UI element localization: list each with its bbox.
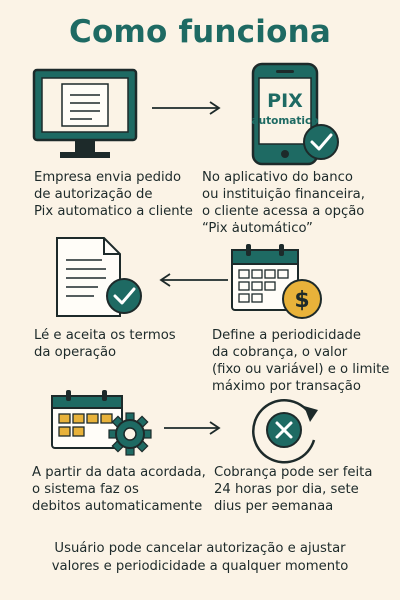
page-title: Como funciona [69,14,331,50]
smartphone-icon: PIX automatico [252,62,339,166]
step-1-text: Empresa envia pedido de autorização de P… [34,170,193,219]
coin-symbol: $ [294,288,309,313]
refresh-cancel-icon [252,399,318,464]
step-3-text: Lé e aceita os termos da operação [34,328,176,360]
footer-note: Usuário pode cancelar autorização e ajus… [51,541,349,574]
step-6-text: Cobrança pode ser feita 24 horas por dia… [214,465,373,514]
arrow-right-icon [152,101,221,115]
phone-brand: PIX [267,90,303,112]
calendar-gear-icon [51,390,152,456]
calendar-coin-icon: $ [231,244,322,319]
document-check-icon [56,237,142,317]
monitor-icon [32,68,138,158]
step-4-text: Define a periodicidade da cobrança, o va… [212,328,390,394]
phone-sub: automatico [252,115,319,127]
step-2-text: No aplicativo do banco ou instituição fi… [202,170,365,236]
step-5-text: A partir da data acordada, o sistema faz… [32,465,206,514]
arrow-right-icon-2 [164,421,221,435]
arrow-left-icon [159,273,228,287]
